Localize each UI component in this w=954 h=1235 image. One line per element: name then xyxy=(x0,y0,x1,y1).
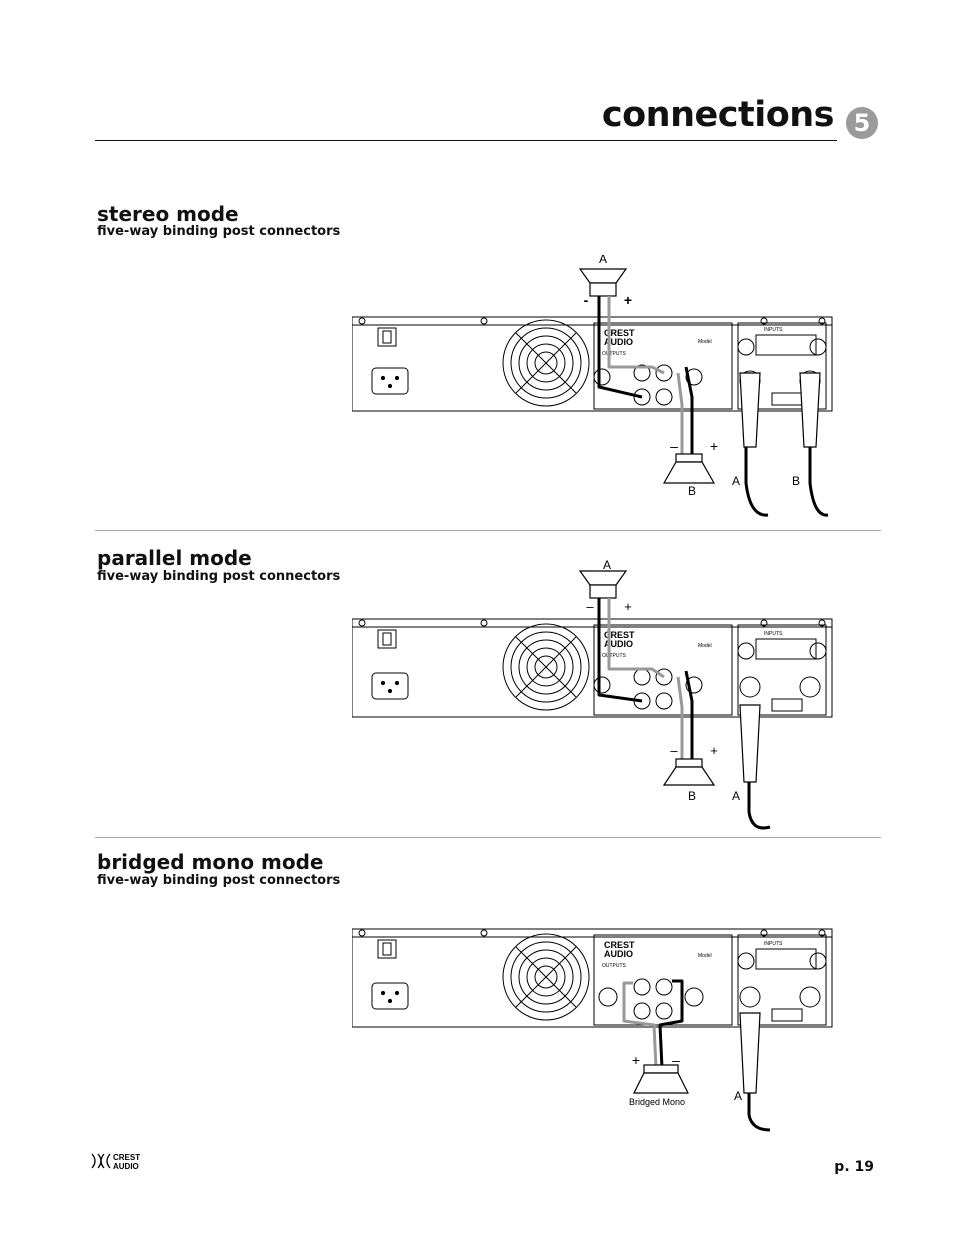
panel-brand-line1: CREST xyxy=(604,328,635,338)
panel-model-label: Model xyxy=(698,953,712,959)
chapter-number-badge: 5 xyxy=(846,107,878,139)
speaker-a-label: A xyxy=(603,558,611,572)
parallel-mode-diagram: CREST AUDIO OUTPUTS Model INPUTS A – + –… xyxy=(352,558,833,830)
panel-outputs-label: OUTPUTS xyxy=(602,963,627,969)
bridged-minus: – xyxy=(672,1052,680,1068)
panel-brand-line2: AUDIO xyxy=(604,337,633,347)
speaker-b xyxy=(662,453,716,484)
bridged-mono-mode-title: bridged mono mode xyxy=(97,850,324,874)
bridged-speaker-label: Bridged Mono xyxy=(629,1097,685,1107)
speaker-cables xyxy=(597,598,694,762)
amplifier-rear-panel xyxy=(352,928,833,1028)
input-a-label: A xyxy=(734,1089,742,1103)
panel-inputs-label: INPUTS xyxy=(764,327,783,333)
bridged-speaker-cables xyxy=(622,979,684,1069)
input-a-label: A xyxy=(732,474,740,488)
bridged-plus: + xyxy=(632,1052,640,1068)
panel-brand-line1: CREST xyxy=(604,940,635,950)
amplifier-rear-panel xyxy=(352,618,833,718)
speaker-b-minus: – xyxy=(670,438,678,454)
panel-model-label: Model xyxy=(698,643,712,649)
xlr-input-cable xyxy=(739,1012,771,1132)
crest-audio-logo: CREST AUDIO xyxy=(91,1153,140,1171)
page-title: connections xyxy=(601,95,835,135)
header-rule xyxy=(95,140,837,141)
bridged-mono-mode-subtitle: five-way binding post connectors xyxy=(97,873,341,888)
speaker-b-plus: + xyxy=(710,438,718,454)
parallel-mode-subtitle: five-way binding post connectors xyxy=(97,569,341,584)
speaker-b-label: B xyxy=(688,484,696,498)
panel-brand-line2: AUDIO xyxy=(604,949,633,959)
xlr-input-cable xyxy=(739,704,771,830)
stereo-mode-diagram: CREST AUDIO OUTPUTS Model INPUTS A - + –… xyxy=(352,255,833,517)
speaker-a-minus: - xyxy=(584,292,589,308)
speaker-a-plus: + xyxy=(624,599,632,614)
speaker-b-minus: – xyxy=(670,743,678,758)
panel-inputs-label: INPUTS xyxy=(764,941,783,947)
panel-outputs-label: OUTPUTS xyxy=(602,653,627,659)
panel-brand-line1: CREST xyxy=(604,630,635,640)
speaker-cables xyxy=(597,296,694,457)
speaker-b-plus: + xyxy=(710,743,718,758)
speaker-b-label: B xyxy=(688,789,696,803)
logo-line2: AUDIO xyxy=(113,1162,139,1171)
section-divider xyxy=(95,837,881,838)
panel-inputs-label: INPUTS xyxy=(764,631,783,637)
xlr-input-cables xyxy=(739,372,829,517)
input-a-label: A xyxy=(732,789,740,803)
parallel-mode-title: parallel mode xyxy=(97,546,252,570)
speaker-a-label: A xyxy=(599,255,607,266)
panel-outputs-label: OUTPUTS xyxy=(602,351,627,357)
bridged-speaker xyxy=(633,1064,689,1094)
input-b-label: B xyxy=(792,474,800,488)
stereo-mode-title: stereo mode xyxy=(97,202,239,226)
logo-line1: CREST xyxy=(113,1153,140,1162)
stereo-mode-subtitle: five-way binding post connectors xyxy=(97,224,341,239)
speaker-a-plus: + xyxy=(624,292,632,308)
page-number: p. 19 xyxy=(834,1159,874,1175)
speaker-b xyxy=(662,758,716,786)
panel-model-label: Model xyxy=(698,339,712,345)
speaker-a xyxy=(578,570,628,599)
section-divider xyxy=(95,530,881,531)
speaker-a xyxy=(578,268,628,297)
speaker-a-minus: – xyxy=(586,599,594,614)
amplifier-rear-panel xyxy=(352,316,833,412)
panel-brand-line2: AUDIO xyxy=(604,639,633,649)
bridged-mono-mode-diagram: CREST AUDIO OUTPUTS Model INPUTS + – Bri… xyxy=(352,928,833,1132)
